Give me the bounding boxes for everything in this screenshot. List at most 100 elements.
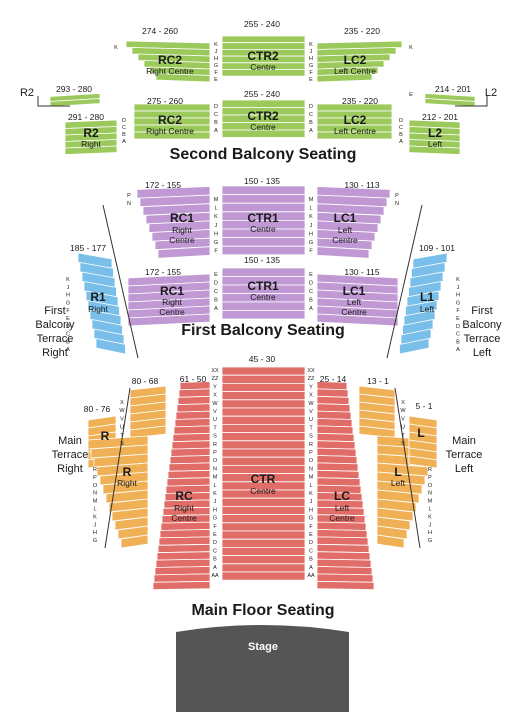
ctr2-lower-sub: Centre (250, 122, 276, 132)
main-floor (87, 366, 438, 591)
seat-row (316, 580, 375, 591)
section-ctr1-lower[interactable] (221, 267, 306, 320)
row-letter: G (309, 516, 313, 522)
row-letter: J (310, 499, 313, 505)
seat-row (221, 399, 306, 409)
mt-right-line-1: Main (58, 435, 82, 447)
row-letter: P (428, 475, 432, 481)
seat-row (316, 536, 369, 546)
section-main-terrace-l-small[interactable] (408, 415, 438, 469)
row-letter: C (213, 548, 217, 554)
r1-range: 185 - 177 (70, 243, 106, 253)
section-rc[interactable] (152, 381, 211, 591)
l2-upper-range: 214 - 201 (435, 84, 471, 94)
l1-sub: Left (420, 304, 435, 314)
seat-row (168, 462, 211, 472)
r2-side-label: R2 (20, 87, 34, 99)
section-main-terrace-r[interactable] (87, 385, 167, 549)
row-letter: G (309, 240, 313, 246)
section-l2[interactable] (408, 119, 461, 155)
section-r2[interactable] (64, 119, 118, 155)
row-letter: N (213, 466, 217, 472)
mt-left-label: Main Terrace Left (446, 435, 483, 475)
row-letter: D (122, 118, 126, 124)
section-lc[interactable] (316, 381, 375, 591)
l1-name: L1 (420, 290, 434, 304)
row-letter: C (214, 289, 218, 295)
seat-row (152, 580, 211, 591)
rc2-lower-range: 275 - 260 (147, 96, 183, 106)
row-letter: K (309, 42, 313, 48)
seat-row (221, 563, 306, 573)
seat-row (316, 418, 353, 428)
lc1-lower-sub: Left (347, 297, 362, 307)
row-letter: J (429, 522, 432, 528)
seat-row (221, 366, 306, 376)
seat-row (221, 514, 306, 524)
section-l2-upper[interactable] (424, 93, 476, 107)
row-letter: J (214, 499, 217, 505)
row-letter: B (309, 120, 313, 126)
row-letter: J (215, 223, 218, 229)
seat-row (316, 40, 403, 50)
seat-row (221, 432, 306, 442)
row-letter: B (214, 298, 218, 304)
section-r2-upper[interactable] (49, 93, 101, 107)
seat-row (155, 558, 211, 568)
mt-l-small-name: L (417, 426, 424, 440)
row-letter: T (213, 425, 217, 431)
row-letter: F (66, 308, 70, 314)
section-rc1-lower[interactable] (127, 273, 211, 327)
section-lc1-lower[interactable] (316, 273, 399, 327)
section-rc2-upper[interactable] (125, 40, 211, 83)
row-letter: N (309, 466, 313, 472)
section-rc1-upper[interactable] (136, 186, 211, 259)
seat-row (316, 469, 360, 480)
section-lc2-lower[interactable] (316, 103, 393, 140)
seat-row (408, 281, 442, 298)
section-rc2-lower[interactable] (133, 103, 211, 140)
section-lc1-upper[interactable] (316, 186, 391, 259)
rc1-upper-sub: Right (172, 225, 192, 235)
seat-row (167, 469, 211, 480)
rc-range: 61 - 50 (180, 374, 207, 384)
seat-row (155, 73, 211, 83)
section-r1[interactable] (77, 252, 126, 355)
row-letter: B (122, 132, 126, 138)
rc2-upper-sub: Right Centre (146, 66, 194, 76)
section-main-terrace-l[interactable] (358, 385, 438, 549)
seat-row (221, 448, 306, 458)
row-letter: K (309, 491, 313, 497)
row-letter: R (213, 442, 217, 448)
seat-row (405, 300, 438, 317)
row-letter: R (428, 467, 432, 473)
row-letter: D (309, 540, 313, 546)
seat-row (221, 35, 306, 44)
main-left-edge (394, 387, 421, 549)
section-ctr2-upper[interactable] (221, 35, 306, 77)
row-letter: C (309, 548, 313, 554)
section-l1[interactable] (399, 252, 448, 355)
seat-row (411, 262, 446, 279)
row-letter: U (401, 425, 405, 431)
stage (176, 625, 349, 712)
row-letter: N (428, 491, 432, 497)
section-ctr2-lower[interactable] (221, 99, 306, 138)
section-ctr1-upper[interactable] (221, 185, 306, 256)
row-letter: H (309, 56, 313, 62)
row-letter: F (456, 308, 460, 314)
seat-row (157, 543, 211, 554)
seat-row (221, 456, 306, 466)
section-ctr[interactable] (221, 366, 306, 581)
seat-row (316, 573, 374, 583)
rc-sub2: Centre (171, 513, 197, 523)
row-letter: C (456, 332, 460, 338)
rc1-upper-name: RC1 (170, 211, 194, 225)
seat-row (316, 521, 367, 531)
rc1-upper-sub2: Centre (169, 235, 195, 245)
section-lc2-upper[interactable] (316, 40, 403, 83)
seat-row (170, 447, 211, 457)
mt-right-label: Main Terrace Right (52, 435, 89, 475)
seat-row (221, 245, 306, 256)
row-letter: G (309, 63, 313, 69)
